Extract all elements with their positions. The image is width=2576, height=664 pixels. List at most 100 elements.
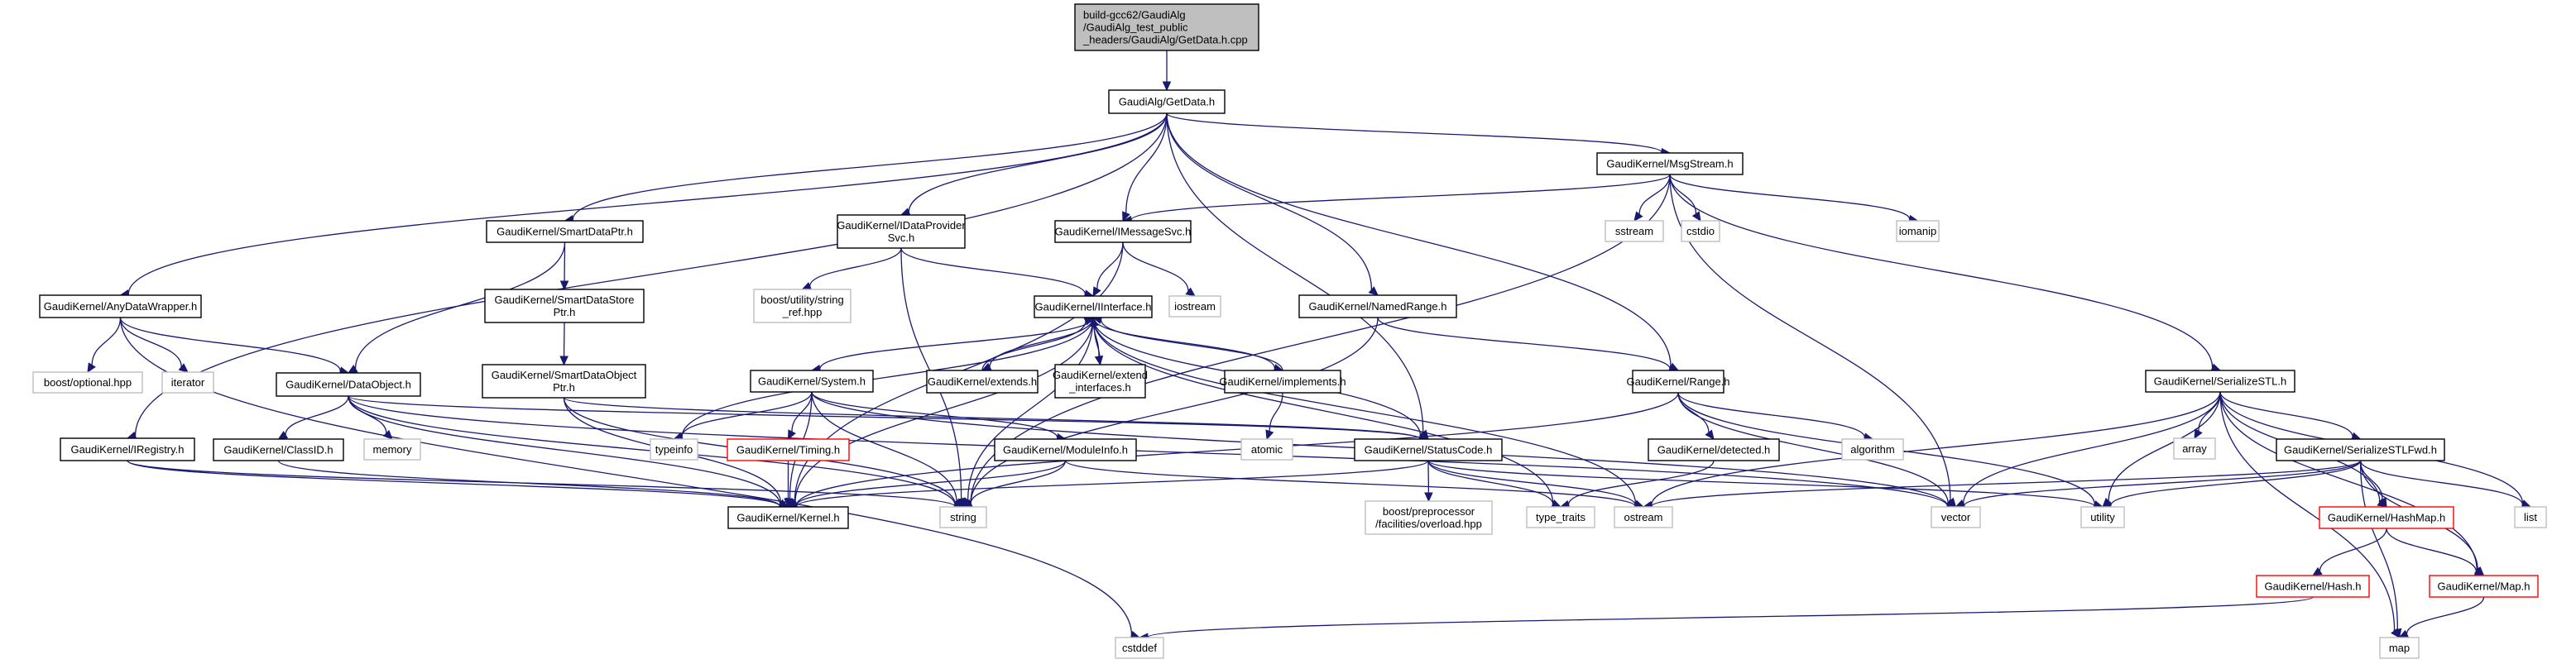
node-label: GaudiKernel/Timing.h: [736, 444, 840, 456]
node-box: [2145, 370, 2295, 393]
node-label: boost/utility/string: [760, 294, 843, 306]
edge-line: [119, 317, 182, 367]
node-any-data-wrapper[interactable]: GaudiKernel/AnyDataWrapper.h: [39, 294, 202, 318]
node-atomic: atomic: [1240, 438, 1293, 461]
node-array: array: [2173, 437, 2216, 460]
edge-line: [2359, 460, 2523, 505]
edge-line: [354, 241, 566, 369]
node-boost-optional: boost/optional.hpp: [32, 371, 143, 394]
node-box: [1224, 370, 1341, 394]
node-label: cstdio: [1686, 225, 1715, 237]
edge-any-data-wrapper-to-boost-optional: [87, 317, 122, 374]
node-serialize-stl[interactable]: GaudiKernel/SerializeSTL.h: [2145, 370, 2295, 393]
node-box: [161, 371, 214, 394]
node-smart-data-ptr[interactable]: GaudiKernel/SmartDataPtr.h: [486, 220, 644, 243]
arrowhead-icon: [87, 362, 96, 374]
node-label: memory: [373, 443, 412, 456]
node-label: GaudiKernel/SmartDataObject: [492, 369, 637, 381]
edge-root-to-get-data: [1162, 50, 1172, 92]
node-status-code[interactable]: GaudiKernel/StatusCode.h: [1354, 438, 1503, 461]
node-box: [363, 438, 421, 461]
arrowhead-icon: [1122, 211, 1130, 222]
edge-line: [1669, 174, 2214, 368]
arrowhead-icon: [382, 429, 393, 440]
edge-smart-data-store-ptr-to-smart-data-object-ptr: [559, 322, 568, 366]
node-detected[interactable]: GaudiKernel/detected.h: [1648, 438, 1780, 461]
node-msg-stream[interactable]: GaudiKernel/MsgStream.h: [1596, 152, 1744, 175]
node-box: [1074, 3, 1259, 51]
node-label: vector: [1941, 511, 1971, 523]
edge-msg-stream-to-iomanip: [1669, 174, 1919, 224]
node-map[interactable]: GaudiKernel/Map.h: [2429, 575, 2539, 598]
arrowhead-icon: [1185, 287, 1196, 297]
node-module-info[interactable]: GaudiKernel/ModuleInfo.h: [994, 438, 1137, 461]
node-get-data[interactable]: GaudiAlg/GetData.h: [1108, 89, 1226, 114]
node-label: boost/optional.hpp: [44, 376, 132, 389]
node-box: [32, 371, 143, 394]
edge-iinterface-to-extends: [981, 317, 1094, 371]
edge-line: [1651, 460, 2362, 507]
edge-line: [1427, 460, 1636, 506]
edge-line: [1677, 392, 1865, 437]
edge-range-to-kernel: [787, 392, 1679, 510]
node-type-traits: type_traits: [1526, 506, 1595, 528]
edge-line: [795, 392, 1679, 506]
node-box: [2429, 575, 2539, 598]
edge-line: [348, 395, 1949, 507]
node-extends[interactable]: GaudiKernel/extends.h: [926, 370, 1039, 394]
node-imessage-svc[interactable]: GaudiKernel/IMessageSvc.h: [1054, 220, 1192, 243]
edge-line: [348, 395, 1421, 440]
node-label: GaudiKernel/IRegistry.h: [70, 443, 184, 456]
node-serialize-stlfwd[interactable]: GaudiKernel/SerializeSTLFwd.h: [2276, 438, 2445, 461]
node-range[interactable]: GaudiKernel/Range.h: [1626, 370, 1730, 394]
edge-serialize-stlfwd-to-vector: [1955, 460, 2362, 511]
node-data-object[interactable]: GaudiKernel/DataObject.h: [276, 372, 421, 397]
node-implements[interactable]: GaudiKernel/implements.h: [1219, 370, 1346, 394]
edge-line: [127, 460, 956, 508]
node-root[interactable]: build-gcc62/GaudiAlg/GaudiAlg_test_publi…: [1074, 3, 1259, 51]
edge-line: [127, 460, 781, 507]
edge-line: [1092, 317, 1554, 504]
node-named-range[interactable]: GaudiKernel/NamedRange.h: [1298, 294, 1457, 318]
node-class-id[interactable]: GaudiKernel/ClassID.h: [213, 438, 344, 461]
node-iregistry[interactable]: GaudiKernel/IRegistry.h: [60, 437, 195, 461]
node-timing[interactable]: GaudiKernel/Timing.h: [727, 438, 850, 461]
node-hash[interactable]: GaudiKernel/Hash.h: [2256, 575, 2370, 598]
edge-line: [819, 317, 1094, 370]
node-cstdio: cstdio: [1681, 220, 1720, 242]
node-label: GaudiKernel/Map.h: [2437, 580, 2530, 593]
edge-smart-data-ptr-to-smart-data-store-ptr: [559, 241, 569, 291]
edge-get-data-to-range: [1166, 112, 1680, 371]
node-label: /GaudiAlg_test_public: [1083, 21, 1188, 34]
node-box: [1054, 220, 1192, 243]
edge-line: [2319, 528, 2387, 571]
node-hash-map[interactable]: GaudiKernel/HashMap.h: [2319, 506, 2454, 529]
node-box: [1931, 506, 1981, 528]
node-kernel[interactable]: GaudiKernel/Kernel.h: [727, 506, 849, 529]
node-box: [60, 437, 195, 461]
node-label: GaudiKernel/extend: [1053, 369, 1148, 381]
edge-line: [900, 247, 1086, 294]
node-box: [1365, 500, 1493, 535]
node-label: GaudiKernel/SmartDataStore: [494, 294, 634, 306]
node-system[interactable]: GaudiKernel/System.h: [750, 370, 874, 393]
node-list: list: [2514, 506, 2547, 528]
node-box: [727, 506, 849, 529]
edge-line: [1427, 460, 2095, 507]
node-box: [926, 370, 1039, 394]
edge-status-code-to-kernel: [787, 460, 1429, 511]
node-extend-interfaces[interactable]: GaudiKernel/extend_interfaces.h: [1053, 364, 1148, 399]
node-box: [1841, 438, 1904, 461]
edge-line: [1125, 112, 1168, 213]
node-label: GaudiKernel/SerializeSTLFwd.h: [2284, 444, 2437, 456]
arrowhead-icon: [2311, 566, 2323, 576]
edge-iinterface-to-kernel: [787, 317, 1094, 508]
node-string-ref: boost/utility/string_ref.hpp: [753, 289, 851, 323]
node-label: GaudiKernel/ClassID.h: [223, 444, 333, 456]
arrowhead-icon: [277, 431, 289, 440]
node-iinterface[interactable]: GaudiKernel/IInterface.h: [1034, 295, 1153, 318]
